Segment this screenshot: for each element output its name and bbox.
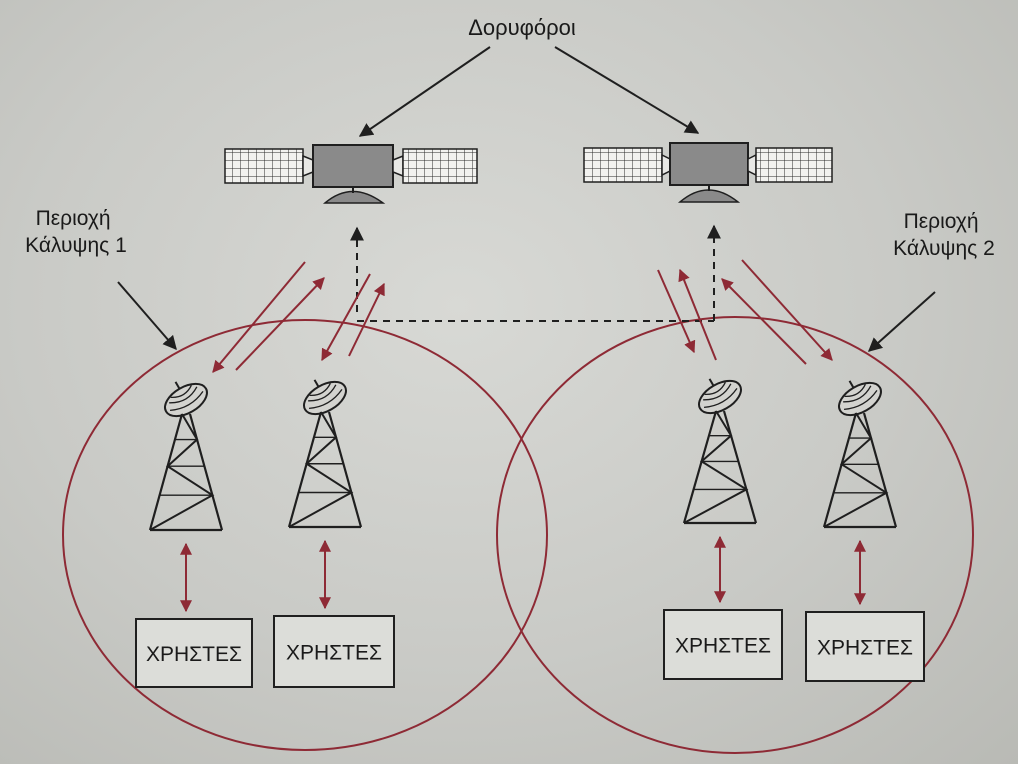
satellite-icon xyxy=(583,142,833,203)
title: Δορυφόροι xyxy=(468,15,576,40)
coverage-pointer-2 xyxy=(867,291,936,352)
users-label: ΧΡΗΣΤΕΣ xyxy=(286,642,382,665)
users-box xyxy=(135,618,253,688)
tower-icon xyxy=(682,410,758,525)
title-arrow-right xyxy=(554,46,700,134)
tower-icon xyxy=(287,411,363,529)
ground-station: ΧΡΗΣΤΕΣ xyxy=(663,378,783,680)
users-label: ΧΡΗΣΤΕΣ xyxy=(146,643,242,666)
uplink-downlink-arrows-1 xyxy=(212,261,385,373)
ground-station: ΧΡΗΣΤΕΣ xyxy=(135,381,253,688)
coverage-pointer-1 xyxy=(117,281,177,351)
uplink-downlink-arrows-2 xyxy=(657,259,833,365)
users-label: ΧΡΗΣΤΕΣ xyxy=(675,635,771,658)
dish-antenna-icon xyxy=(164,381,208,418)
users-box xyxy=(273,615,395,688)
coverage-area-1 xyxy=(62,319,548,751)
satellite-icon xyxy=(224,144,478,204)
ground-station: ΧΡΗΣΤΕΣ xyxy=(273,379,395,688)
dish-antenna-icon xyxy=(698,378,742,415)
title-arrow-left xyxy=(358,46,491,137)
tower-icon xyxy=(822,412,898,529)
coverage-label-2: Περιοχή Κάλυψης 2 xyxy=(893,210,995,260)
coverage-area-2 xyxy=(496,316,974,754)
dish-antenna-icon xyxy=(838,380,882,417)
users-box xyxy=(663,609,783,680)
coverage-label-1: Περιοχή Κάλυψης 1 xyxy=(25,207,127,257)
tower-icon xyxy=(148,413,224,532)
users-box xyxy=(805,611,925,682)
ground-station: ΧΡΗΣΤΕΣ xyxy=(805,380,925,682)
dish-antenna-icon xyxy=(303,379,347,416)
users-label: ΧΡΗΣΤΕΣ xyxy=(817,637,913,660)
